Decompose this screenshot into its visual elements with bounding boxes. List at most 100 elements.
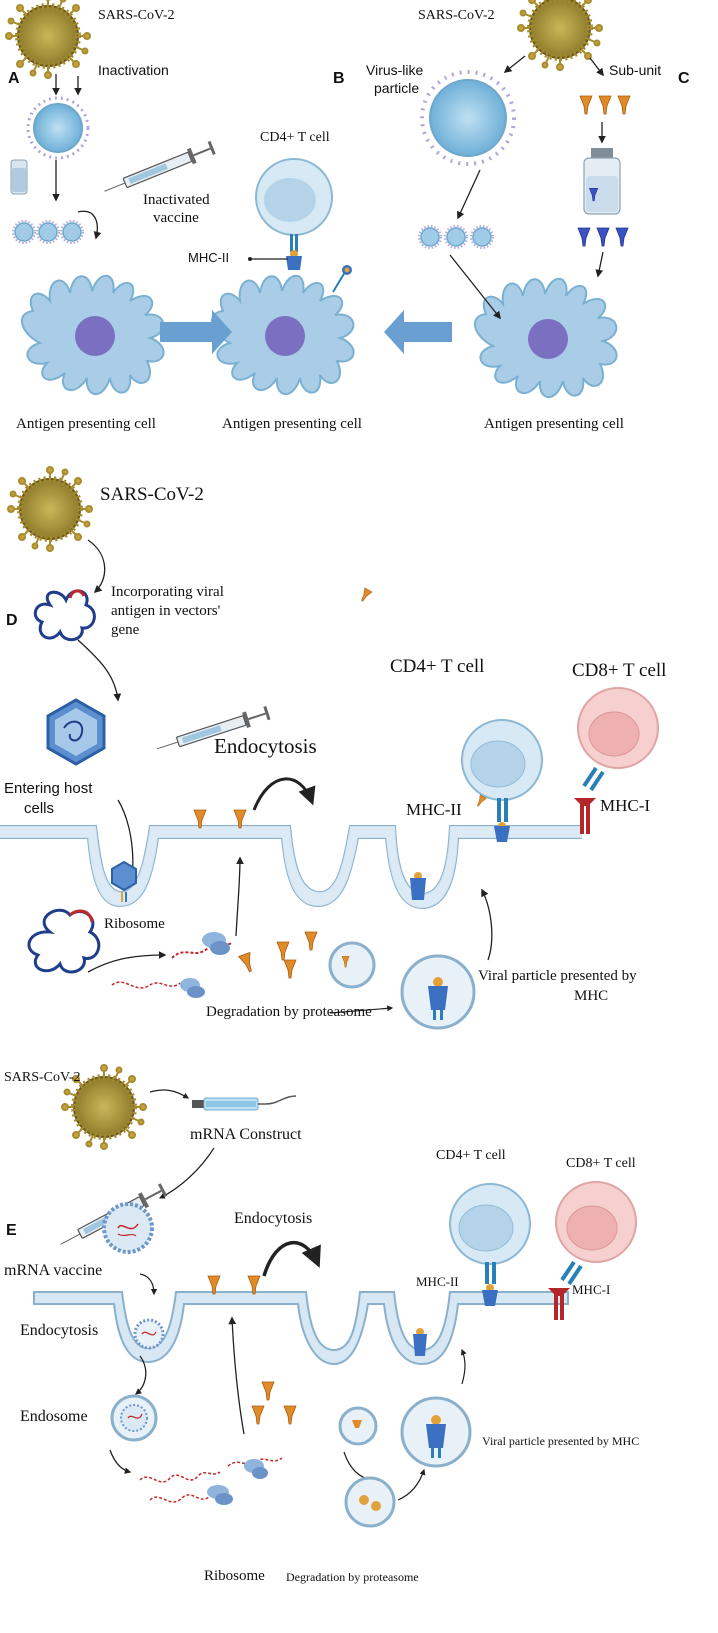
panel-label-d: D (6, 612, 18, 629)
ribosome-label-d: Ribosome (104, 916, 165, 932)
mrna-construct-label: mRNA Construct (190, 1126, 302, 1143)
cd4-tcell-icon (449, 1183, 531, 1265)
mhc-vesicle-lower-icon (400, 1396, 472, 1468)
blue-arrow-right-icon (160, 310, 232, 354)
panel-label-a: A (8, 70, 20, 87)
ribosome-icon (207, 1485, 233, 1505)
cell-membrane-d (0, 825, 582, 910)
protein-icon (304, 931, 318, 951)
apc-left-label: Antigen presenting cell (16, 416, 156, 432)
arrow-icon (87, 951, 167, 973)
inactivated-vaccine-label-2: vaccine (153, 210, 199, 226)
viral-vector-icon (46, 698, 106, 766)
vector-dna-icon (33, 589, 96, 642)
arrow-icon (503, 55, 526, 73)
cd8-label-d: CD8+ T cell (572, 660, 667, 681)
mhc1-label-e: MHC-I (572, 1282, 611, 1297)
sars-virus-icon (8, 467, 92, 551)
protein-icon (598, 95, 612, 115)
endocytosed-vector-icon (111, 860, 137, 902)
arrow-icon (109, 1449, 132, 1474)
vial-icon (10, 159, 28, 195)
vlp-label-1: Virus-like (366, 62, 424, 78)
presented-label-1: Viral particle presented by (478, 968, 637, 984)
virus-like-particle-icon (420, 70, 516, 166)
apc-right-label: Antigen presenting cell (484, 416, 624, 432)
presented-label-e: Viral particle presented by MHC (482, 1434, 640, 1448)
apc-mid-label: Antigen presenting cell (222, 416, 362, 432)
protein-icon (261, 1381, 275, 1401)
arrow-icon (228, 1316, 245, 1435)
arrow-icon (235, 856, 244, 937)
endocytosis-label-d: Endocytosis (214, 734, 317, 758)
endosome-icon (110, 1394, 158, 1442)
degradation-label-e: Degradation by proteasome (286, 1570, 419, 1584)
endocytosis-label-e-side: Endocytosis (20, 1322, 99, 1339)
endocytosis-label-e-top: Endocytosis (234, 1210, 313, 1227)
degradation-label-d: Degradation by proteasome (206, 1004, 372, 1020)
mhc-vesicle-icon (413, 1328, 427, 1356)
arrow-icon (595, 251, 604, 278)
cd4-label-top: CD4+ T cell (260, 130, 330, 145)
small-particle-icon (12, 220, 36, 244)
entering-label-1: Entering host (4, 780, 93, 797)
cd8-tcell-icon (577, 687, 659, 769)
ribosome-icon (202, 932, 230, 955)
cd4-label-d: CD4+ T cell (390, 656, 485, 677)
arrow-icon (87, 539, 106, 594)
sars-virus-icon (518, 0, 602, 70)
small-particle-icon (444, 225, 468, 249)
sars-label: SARS-CoV-2 (98, 8, 175, 23)
mhc-vesicle-icon (410, 872, 426, 900)
mhc1-icon (574, 798, 596, 834)
endocytosis-arrow-icon (252, 777, 316, 811)
small-particle-icon (470, 225, 494, 249)
syringe-icon (100, 138, 218, 200)
ribosome-icon (180, 978, 205, 998)
cd8-tcell-icon (555, 1181, 637, 1263)
arrow-icon (149, 1089, 190, 1099)
apc-right-icon (473, 277, 618, 399)
arrow-icon (460, 1348, 467, 1385)
sars-virus-icon (6, 0, 90, 78)
arrow-icon (457, 169, 481, 220)
endocytosed-lnp-icon (133, 1318, 165, 1350)
apc-left-icon (20, 274, 165, 396)
cd8-label-e: CD8+ T cell (566, 1156, 636, 1171)
mhc1-label-d: MHC-I (600, 796, 651, 815)
degraded-vesicle-icon (344, 1476, 396, 1528)
small-particle-icon (60, 220, 84, 244)
arrow-icon (589, 57, 604, 77)
sars-label-d: SARS-CoV-2 (100, 484, 204, 505)
protein-icon (283, 1405, 297, 1425)
incorporating-label-3: gene (111, 622, 140, 638)
mhc1-icon (548, 1288, 570, 1320)
protein-icon (251, 1405, 265, 1425)
mhc2-label-d: MHC-II (406, 800, 462, 819)
endosome-label: Endosome (20, 1408, 88, 1425)
panel-label-b: B (333, 70, 345, 87)
sars-label-e: SARS-CoV-2 (4, 1070, 81, 1085)
arrow-icon (481, 888, 493, 961)
proteasome-vesicle-icon (328, 941, 376, 989)
cd4-label-e: CD4+ T cell (436, 1148, 506, 1163)
panel-label-e: E (6, 1222, 17, 1239)
vaccine-vial-icon (583, 148, 621, 215)
protein-icon (283, 959, 297, 979)
incorporating-label-2: antigen in vectors' (111, 603, 221, 619)
mhc-vesicle-lower-icon (400, 954, 476, 1030)
vector-dna-lower-icon (27, 908, 101, 974)
arrow-icon (397, 1468, 426, 1501)
blue-arrow-left-icon (384, 310, 452, 354)
endocytosis-arrow-icon (262, 1240, 321, 1277)
panel-label-c: C (678, 70, 690, 87)
ribosome-label-e: Ribosome (204, 1568, 265, 1584)
arrow-icon (158, 1147, 215, 1199)
vlp-label-2: particle (374, 80, 420, 96)
protein-icon (617, 95, 631, 115)
ribosome-icon (244, 1459, 268, 1479)
mhc2-label-e: MHC-II (416, 1274, 459, 1289)
inactivated-vaccine-label-1: Inactivated (143, 192, 210, 208)
protein-icon (615, 227, 629, 247)
